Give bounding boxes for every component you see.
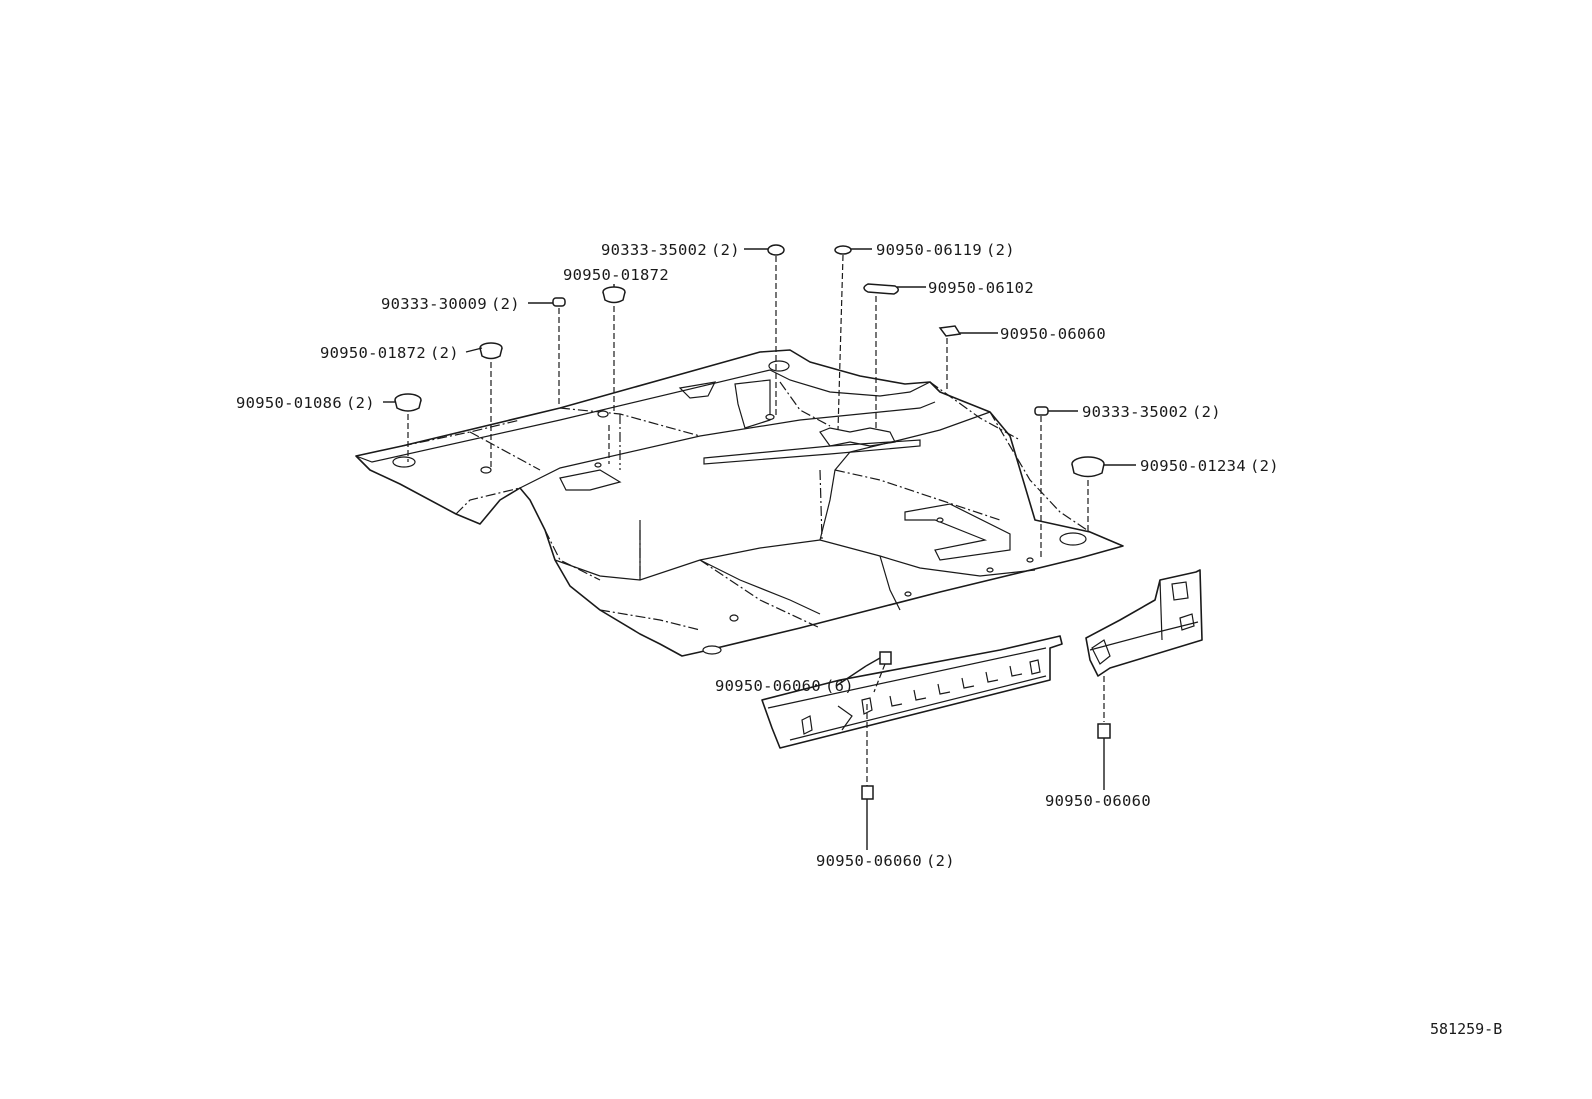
callout-90950-01872-top: 90950-01872: [563, 266, 669, 284]
tape-06060-two: [861, 785, 874, 800]
callout-labels: 90333-35002(2) 90950-01872 90333-30009(2…: [236, 241, 1502, 1038]
plug-01086: [394, 393, 422, 412]
rocker-panel: [761, 635, 1063, 749]
callout-90950-06102: 90950-06102: [928, 279, 1034, 297]
callout-90950-06060-top: 90950-06060: [1000, 325, 1106, 343]
callout-90950-06060-qty2: 90950-06060(2): [816, 852, 955, 870]
callout-90333-35002-right: 90333-35002(2): [1082, 403, 1221, 421]
rear-bracket: [1085, 569, 1203, 677]
plug-35002-right: [1034, 406, 1049, 416]
callout-90950-01234: 90950-01234(2): [1140, 457, 1279, 475]
callout-90950-06060-qty6: 90950-06060(6): [715, 677, 854, 695]
plug-06119: [834, 245, 852, 255]
plug-01872-a: [479, 342, 503, 360]
tape-06102: [863, 283, 899, 295]
callout-90950-06119: 90950-06119(2): [876, 241, 1015, 259]
tape-06060-top: [938, 325, 962, 337]
install-lines: [407, 254, 1105, 786]
callout-90333-30009: 90333-30009(2): [381, 295, 520, 313]
callout-90950-01872-qty2: 90950-01872(2): [320, 344, 459, 362]
callout-90950-01086: 90950-01086(2): [236, 394, 375, 412]
plug-35002-top: [767, 244, 785, 256]
callout-90333-35002-top: 90333-35002(2): [601, 241, 740, 259]
callout-90950-06060-right: 90950-06060: [1045, 792, 1151, 810]
floor-pan: [355, 349, 1124, 657]
diagram-reference-code: 581259-B: [1430, 1020, 1502, 1038]
tape-06060-right: [1097, 723, 1111, 739]
plug-01872-b: [602, 286, 626, 304]
plug-01234: [1071, 456, 1105, 478]
tape-06060-six: [879, 651, 892, 665]
plug-30009: [552, 297, 566, 307]
leader-lines: [383, 248, 1136, 850]
